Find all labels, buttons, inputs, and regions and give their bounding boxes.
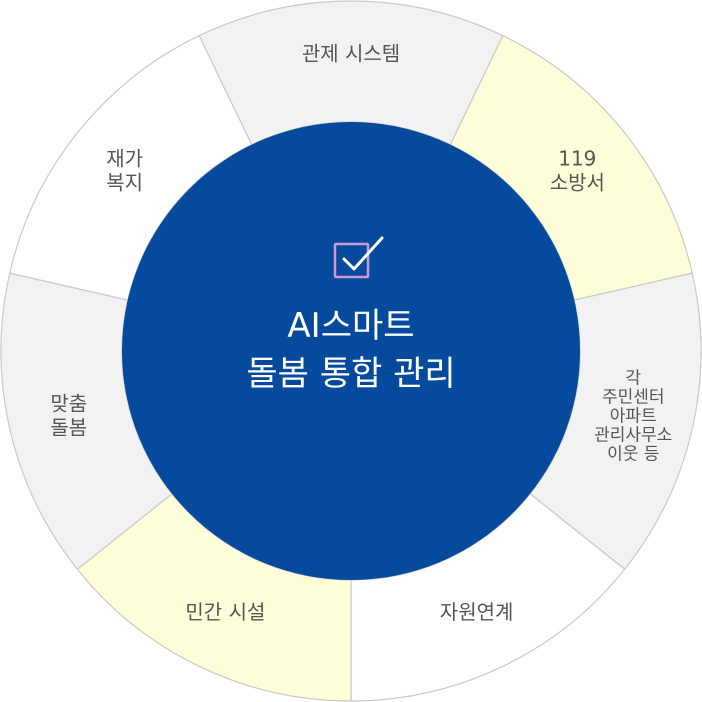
segment-resource-link-label: 자원연계	[440, 600, 514, 624]
segment-community-label-line: 각	[625, 368, 641, 388]
segment-community-label-line: 주민센터	[602, 387, 665, 407]
segment-community-label-line: 관리사무소	[594, 425, 672, 445]
segment-custom-care-label-line: 맞춤	[50, 391, 87, 415]
segment-home-welfare-label-line: 복지	[106, 170, 143, 194]
segment-control-system-label: 관제 시스템	[302, 42, 400, 66]
segment-community-label-line: 아파트	[610, 406, 657, 426]
center-title-line-2: 돌봄 통합 관리	[246, 354, 455, 394]
segment-custom-care-label-line: 돌봄	[50, 415, 87, 439]
center-title-line-1: AI스마트	[287, 306, 414, 346]
segment-resource-link-label-line: 자원연계	[440, 600, 514, 624]
segment-control-system-label-line: 관제 시스템	[302, 42, 400, 66]
segment-private-facility-label-line: 민간 시설	[185, 600, 265, 624]
checkbox-check-icon	[333, 236, 384, 279]
segment-fire-station-label-line: 소방서	[550, 170, 605, 194]
segment-private-facility-label: 민간 시설	[185, 600, 265, 624]
center-circle	[122, 122, 580, 580]
segment-home-welfare-label-line: 재가	[106, 146, 143, 170]
segment-fire-station-label-line: 119	[558, 146, 596, 170]
segment-private-facility: 민간 시설	[76, 492, 352, 702]
segment-community-label-line: 이웃 등	[607, 444, 659, 464]
